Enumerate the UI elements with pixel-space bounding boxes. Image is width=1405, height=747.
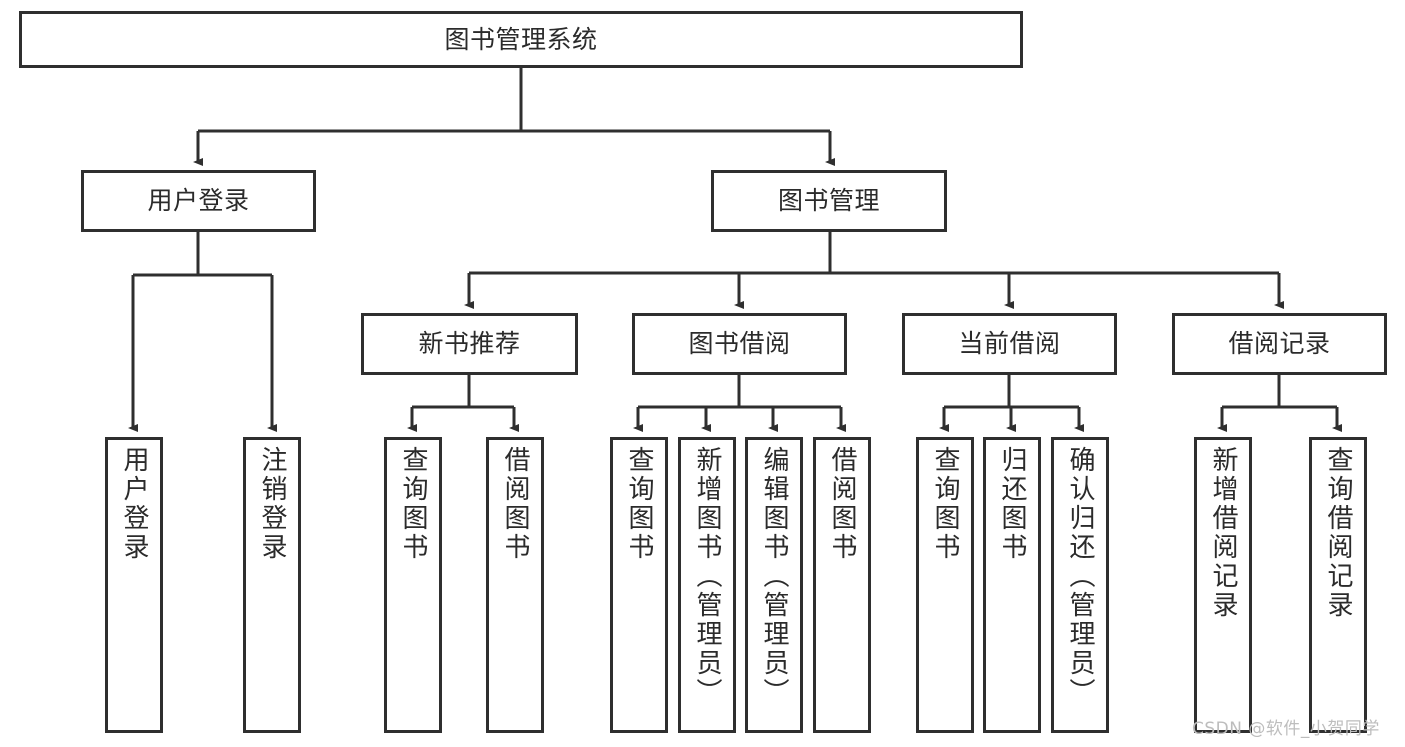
node-borrow-record[interactable]: 借阅记录 — [1172, 313, 1387, 375]
node-current-borrow[interactable]: 当前借阅 — [902, 313, 1117, 375]
leaf-confirm-return[interactable]: 确认归还（管理员） — [1051, 437, 1109, 733]
leaf-query-book-1-label: 查询图书 — [398, 446, 428, 562]
leaf-query-book-2-label: 查询图书 — [624, 446, 654, 562]
node-book-borrow[interactable]: 图书借阅 — [632, 313, 847, 375]
node-current-borrow-label: 当前借阅 — [958, 329, 1061, 359]
leaf-return-book[interactable]: 归还图书 — [983, 437, 1041, 733]
node-book-manage-label: 图书管理 — [777, 186, 880, 216]
leaf-query-book-1[interactable]: 查询图书 — [384, 437, 442, 733]
leaf-return-book-label: 归还图书 — [997, 446, 1027, 562]
node-book-borrow-label: 图书借阅 — [688, 329, 791, 359]
node-user-login[interactable]: 用户登录 — [81, 170, 316, 232]
leaf-borrow-book-2[interactable]: 借阅图书 — [813, 437, 871, 733]
csdn-watermark: CSDN @软件_小贺同学 — [1192, 719, 1380, 739]
leaf-borrow-book-1[interactable]: 借阅图书 — [486, 437, 544, 733]
leaf-confirm-return-label: 确认归还（管理员） — [1065, 446, 1095, 707]
leaf-borrow-book-2-label: 借阅图书 — [827, 446, 857, 562]
node-root[interactable]: 图书管理系统 — [19, 11, 1023, 68]
leaf-add-book-label: 新增图书（管理员） — [692, 446, 722, 707]
leaf-add-record[interactable]: 新增借阅记录 — [1194, 437, 1252, 733]
node-new-book-recommend-label: 新书推荐 — [418, 329, 521, 359]
leaf-user-logout[interactable]: 注销登录 — [243, 437, 301, 733]
node-root-label: 图书管理系统 — [444, 24, 598, 54]
leaf-borrow-book-1-label: 借阅图书 — [500, 446, 530, 562]
leaf-user-logout-label: 注销登录 — [257, 446, 287, 562]
leaf-edit-book[interactable]: 编辑图书（管理员） — [745, 437, 803, 733]
leaf-user-login[interactable]: 用户登录 — [105, 437, 163, 733]
leaf-query-book-2[interactable]: 查询图书 — [610, 437, 668, 733]
leaf-query-book-3-label: 查询图书 — [930, 446, 960, 562]
node-user-login-label: 用户登录 — [147, 186, 250, 216]
leaf-add-book[interactable]: 新增图书（管理员） — [678, 437, 736, 733]
node-borrow-record-label: 借阅记录 — [1228, 329, 1331, 359]
leaf-add-record-label: 新增借阅记录 — [1208, 446, 1238, 620]
node-book-manage[interactable]: 图书管理 — [711, 170, 947, 232]
leaf-user-login-label: 用户登录 — [119, 446, 149, 562]
leaf-edit-book-label: 编辑图书（管理员） — [759, 446, 789, 707]
leaf-query-record[interactable]: 查询借阅记录 — [1309, 437, 1367, 733]
leaf-query-book-3[interactable]: 查询图书 — [916, 437, 974, 733]
node-new-book-recommend[interactable]: 新书推荐 — [361, 313, 578, 375]
leaf-query-record-label: 查询借阅记录 — [1323, 446, 1353, 620]
